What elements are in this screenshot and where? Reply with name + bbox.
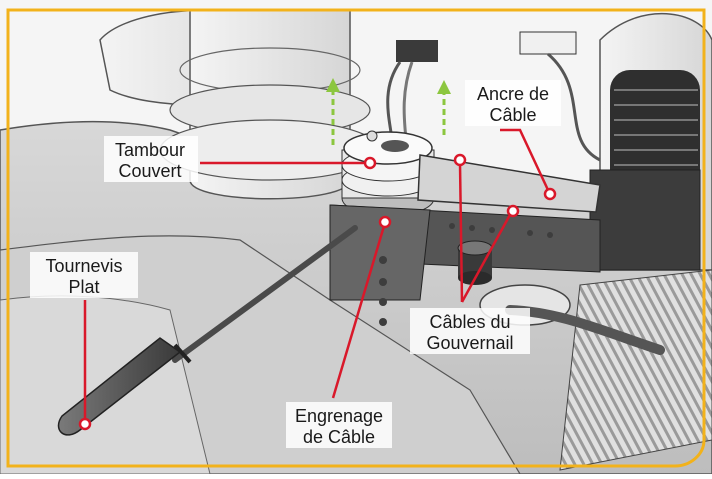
label-engrenage-2: de Câble — [303, 427, 375, 447]
bolt-holes — [379, 223, 553, 326]
callout-line-engrenage — [331, 225, 386, 399]
callout-dot-cables-2 — [506, 204, 520, 218]
label-tournevis-1: Tournevis — [45, 256, 122, 276]
flat-screwdriver — [57, 225, 358, 436]
label-tambour-1: Tambour — [115, 140, 185, 160]
label-engrenage-1: Engrenage — [295, 406, 383, 426]
tiller-grip — [610, 70, 700, 190]
callout-dot-tournevis — [78, 417, 92, 431]
label-tambour-2: Couvert — [118, 161, 181, 181]
label-cables-2: Gouvernail — [426, 333, 513, 353]
callout-dot-tambour — [363, 156, 377, 170]
connector-left — [396, 40, 438, 62]
labels: Ancre de Câble Tambour Couvert Tournevis… — [30, 80, 561, 448]
tiller-base — [589, 169, 701, 271]
covered-drum — [341, 130, 435, 217]
callout-dot-ancre — [543, 187, 557, 201]
label-ancre-1: Ancre de — [477, 84, 549, 104]
rudder-cable-post — [457, 240, 493, 285]
callout-line-cables-1 — [458, 162, 464, 303]
callout-lines — [78, 128, 557, 431]
wire-right — [547, 52, 601, 162]
label-ancre-2: Câble — [489, 105, 536, 125]
label-tournevis-2: Plat — [68, 277, 99, 297]
callout-line-cables-2 — [460, 212, 513, 303]
callout-dot-engrenage — [378, 215, 392, 229]
lift-arrowheads — [326, 78, 451, 94]
lift-arrows — [331, 90, 446, 145]
connector-right — [519, 31, 577, 55]
tiller-grip-ribs — [614, 89, 698, 166]
ribbed-tray — [559, 269, 712, 471]
label-cables-1: Câbles du — [429, 312, 510, 332]
callout-dot-cables-1 — [453, 153, 467, 167]
callout-line-ancre — [500, 128, 550, 191]
frame-border — [6, 8, 706, 468]
